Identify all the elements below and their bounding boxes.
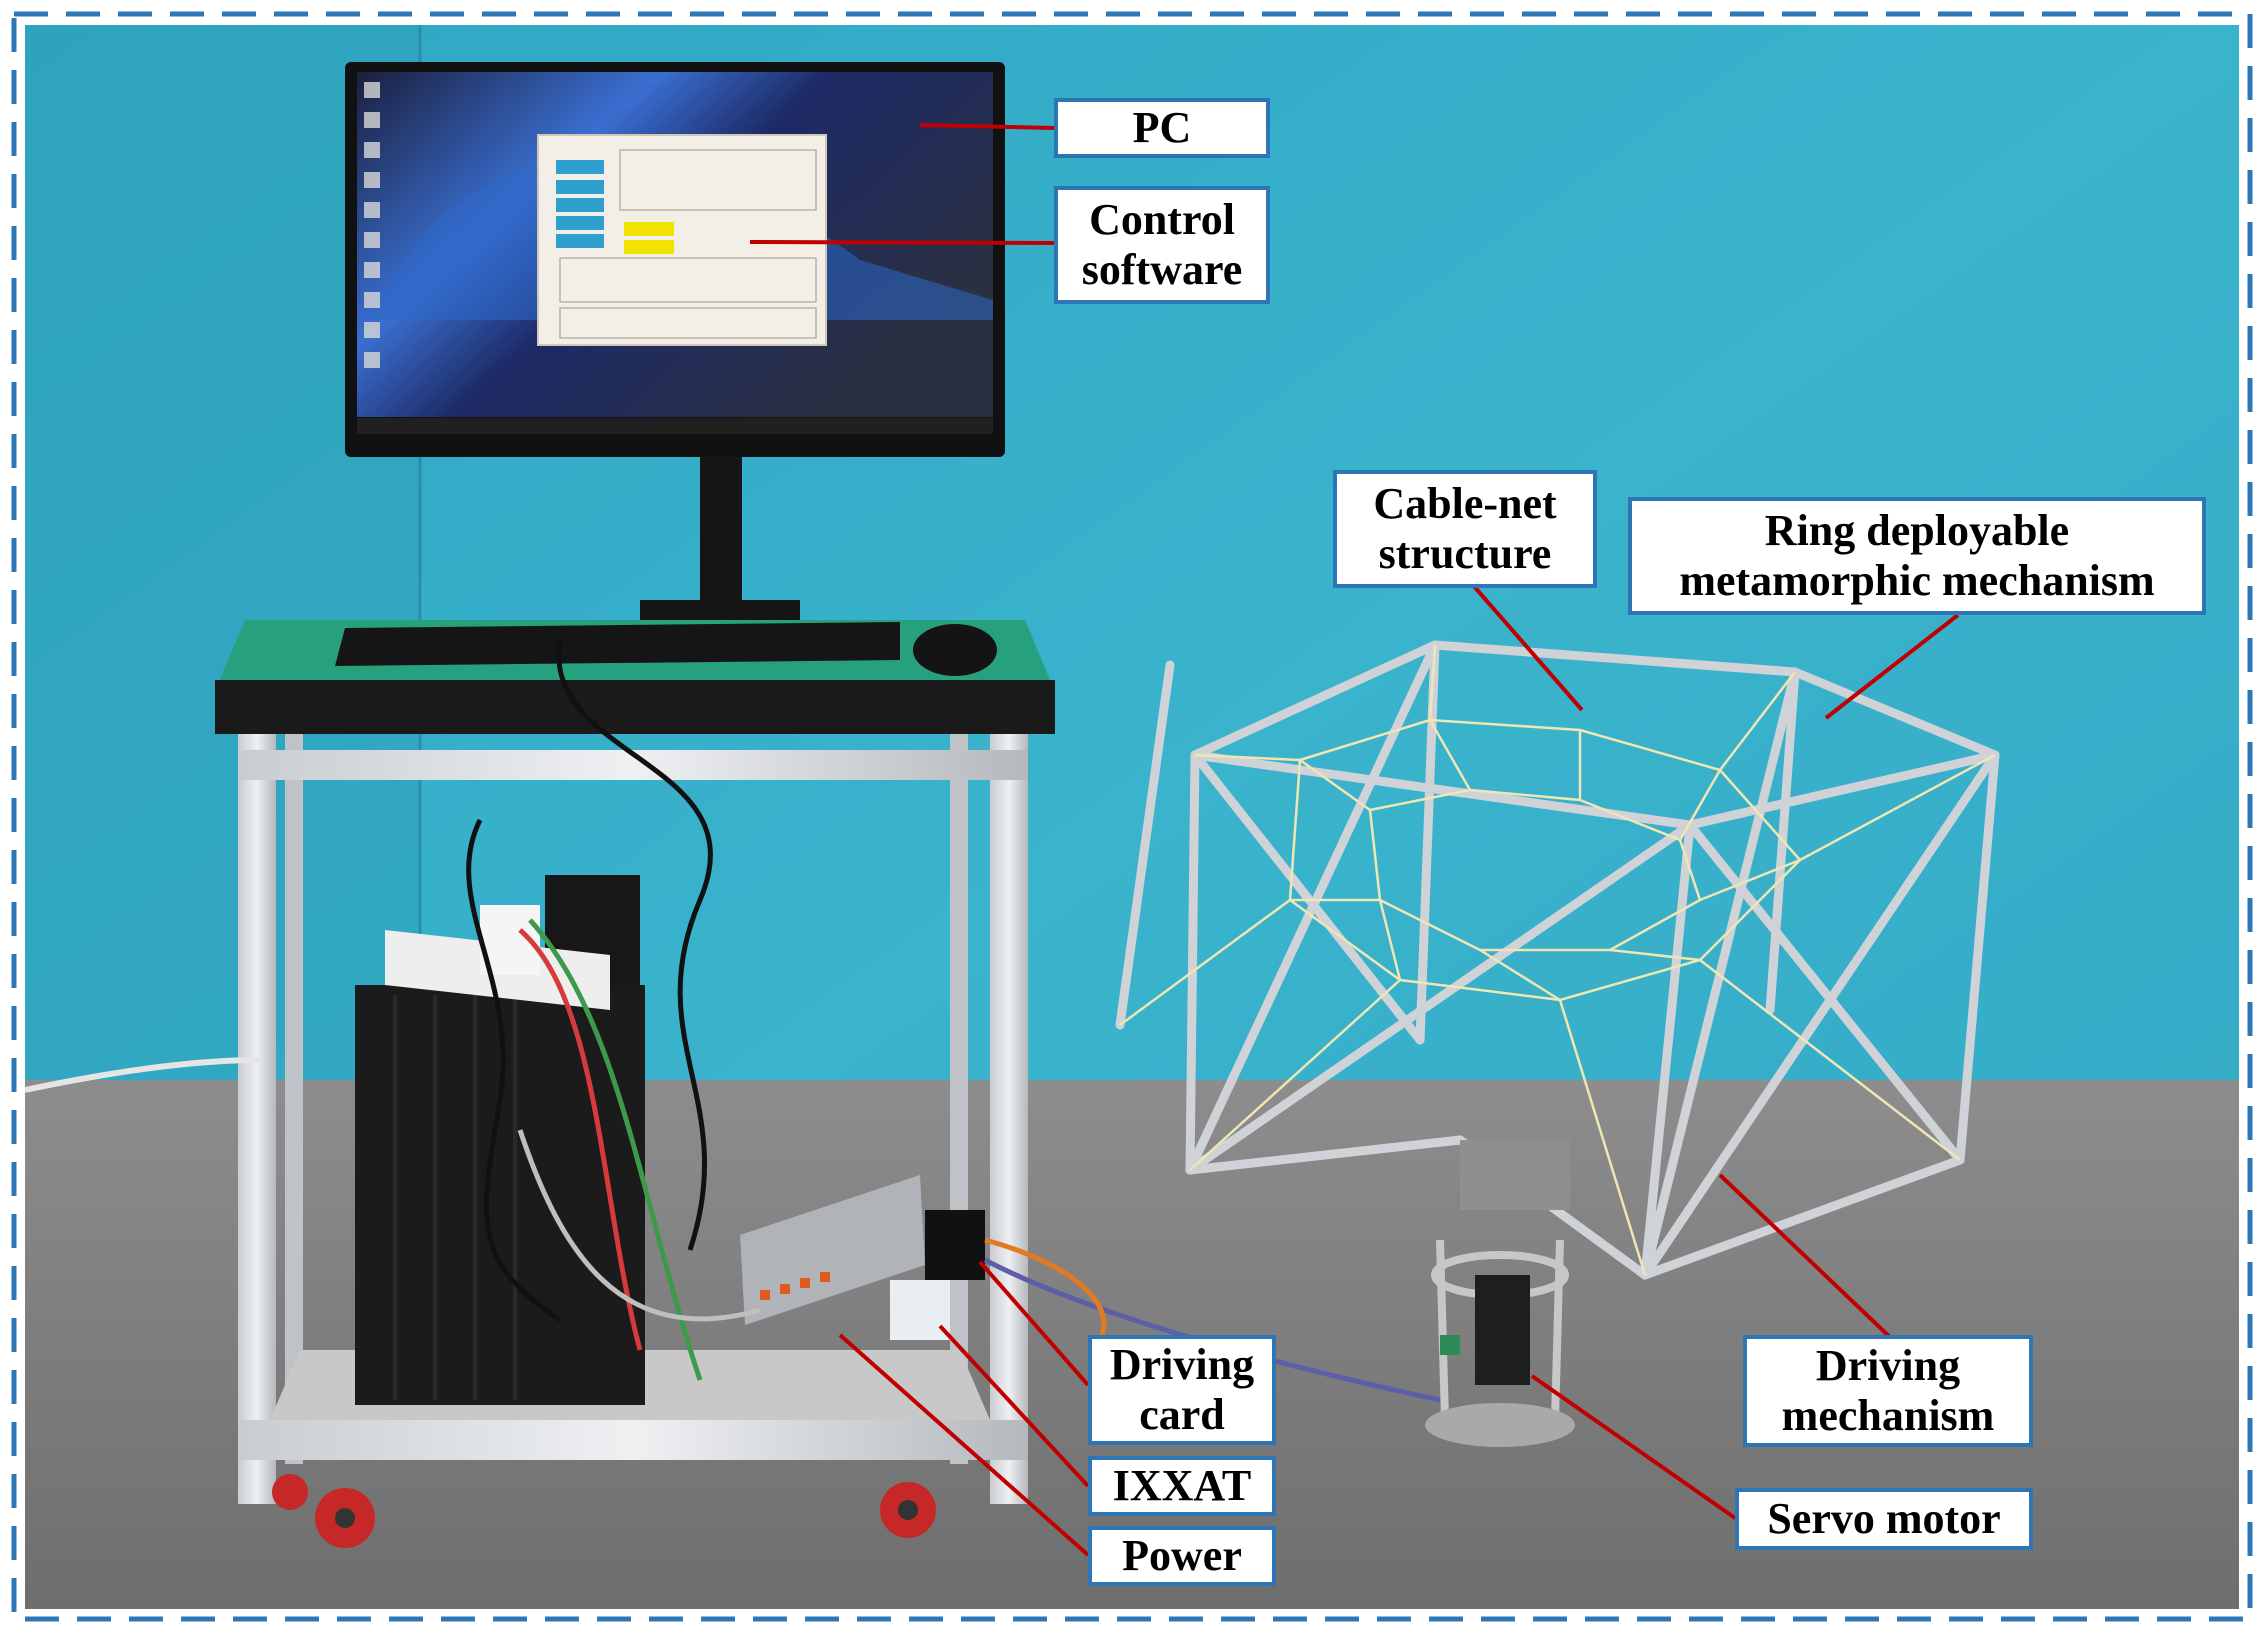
leader-line-power	[838, 1333, 1090, 1557]
label-driving-mechanism-text: Driving mechanism	[1781, 1341, 1995, 1440]
label-ixxat: IXXAT	[1088, 1456, 1276, 1516]
leader-line-servo-motor	[1530, 1374, 1737, 1520]
leader-line-driving-mechanism	[1718, 1173, 1895, 1342]
cable-net	[1119, 644, 1996, 1276]
leader-line-ixxat	[938, 1324, 1090, 1488]
label-servo-motor: Servo motor	[1735, 1488, 2033, 1550]
label-power: Power	[1088, 1526, 1276, 1586]
ixxat-adapter	[890, 1280, 950, 1340]
label-cable-net-text: Cable-net structure	[1373, 479, 1557, 578]
label-power-text: Power	[1122, 1531, 1242, 1580]
mouse	[913, 624, 997, 676]
label-ring-mechanism-text: Ring deployable metamorphic mechanism	[1679, 506, 2155, 605]
label-pc-text: PC	[1132, 103, 1192, 152]
leader-line-pc	[919, 123, 1055, 130]
label-cable-net: Cable-net structure	[1333, 470, 1597, 588]
label-ixxat-text: IXXAT	[1112, 1461, 1252, 1510]
keyboard	[335, 622, 900, 666]
label-ring-mechanism: Ring deployable metamorphic mechanism	[1628, 497, 2206, 615]
leader-line-control-software	[749, 240, 1055, 245]
label-servo-motor-text: Servo motor	[1767, 1494, 2001, 1543]
leader-line-ring-mechanism	[1824, 613, 1960, 720]
label-pc: PC	[1054, 98, 1270, 158]
label-control-software-text: Control software	[1081, 195, 1243, 294]
leader-line-driving-card	[978, 1260, 1090, 1387]
driving-card	[925, 1210, 985, 1280]
pc-tower	[355, 985, 645, 1405]
label-control-software: Control software	[1054, 186, 1270, 304]
label-driving-card: Driving card	[1088, 1335, 1276, 1445]
label-driving-mechanism: Driving mechanism	[1743, 1335, 2033, 1447]
driving-mechanism-base	[1425, 1140, 1575, 1447]
ring-mechanism	[1115, 640, 2000, 1280]
label-driving-card-text: Driving card	[1109, 1340, 1255, 1439]
leader-line-cable-net	[1463, 574, 1584, 712]
